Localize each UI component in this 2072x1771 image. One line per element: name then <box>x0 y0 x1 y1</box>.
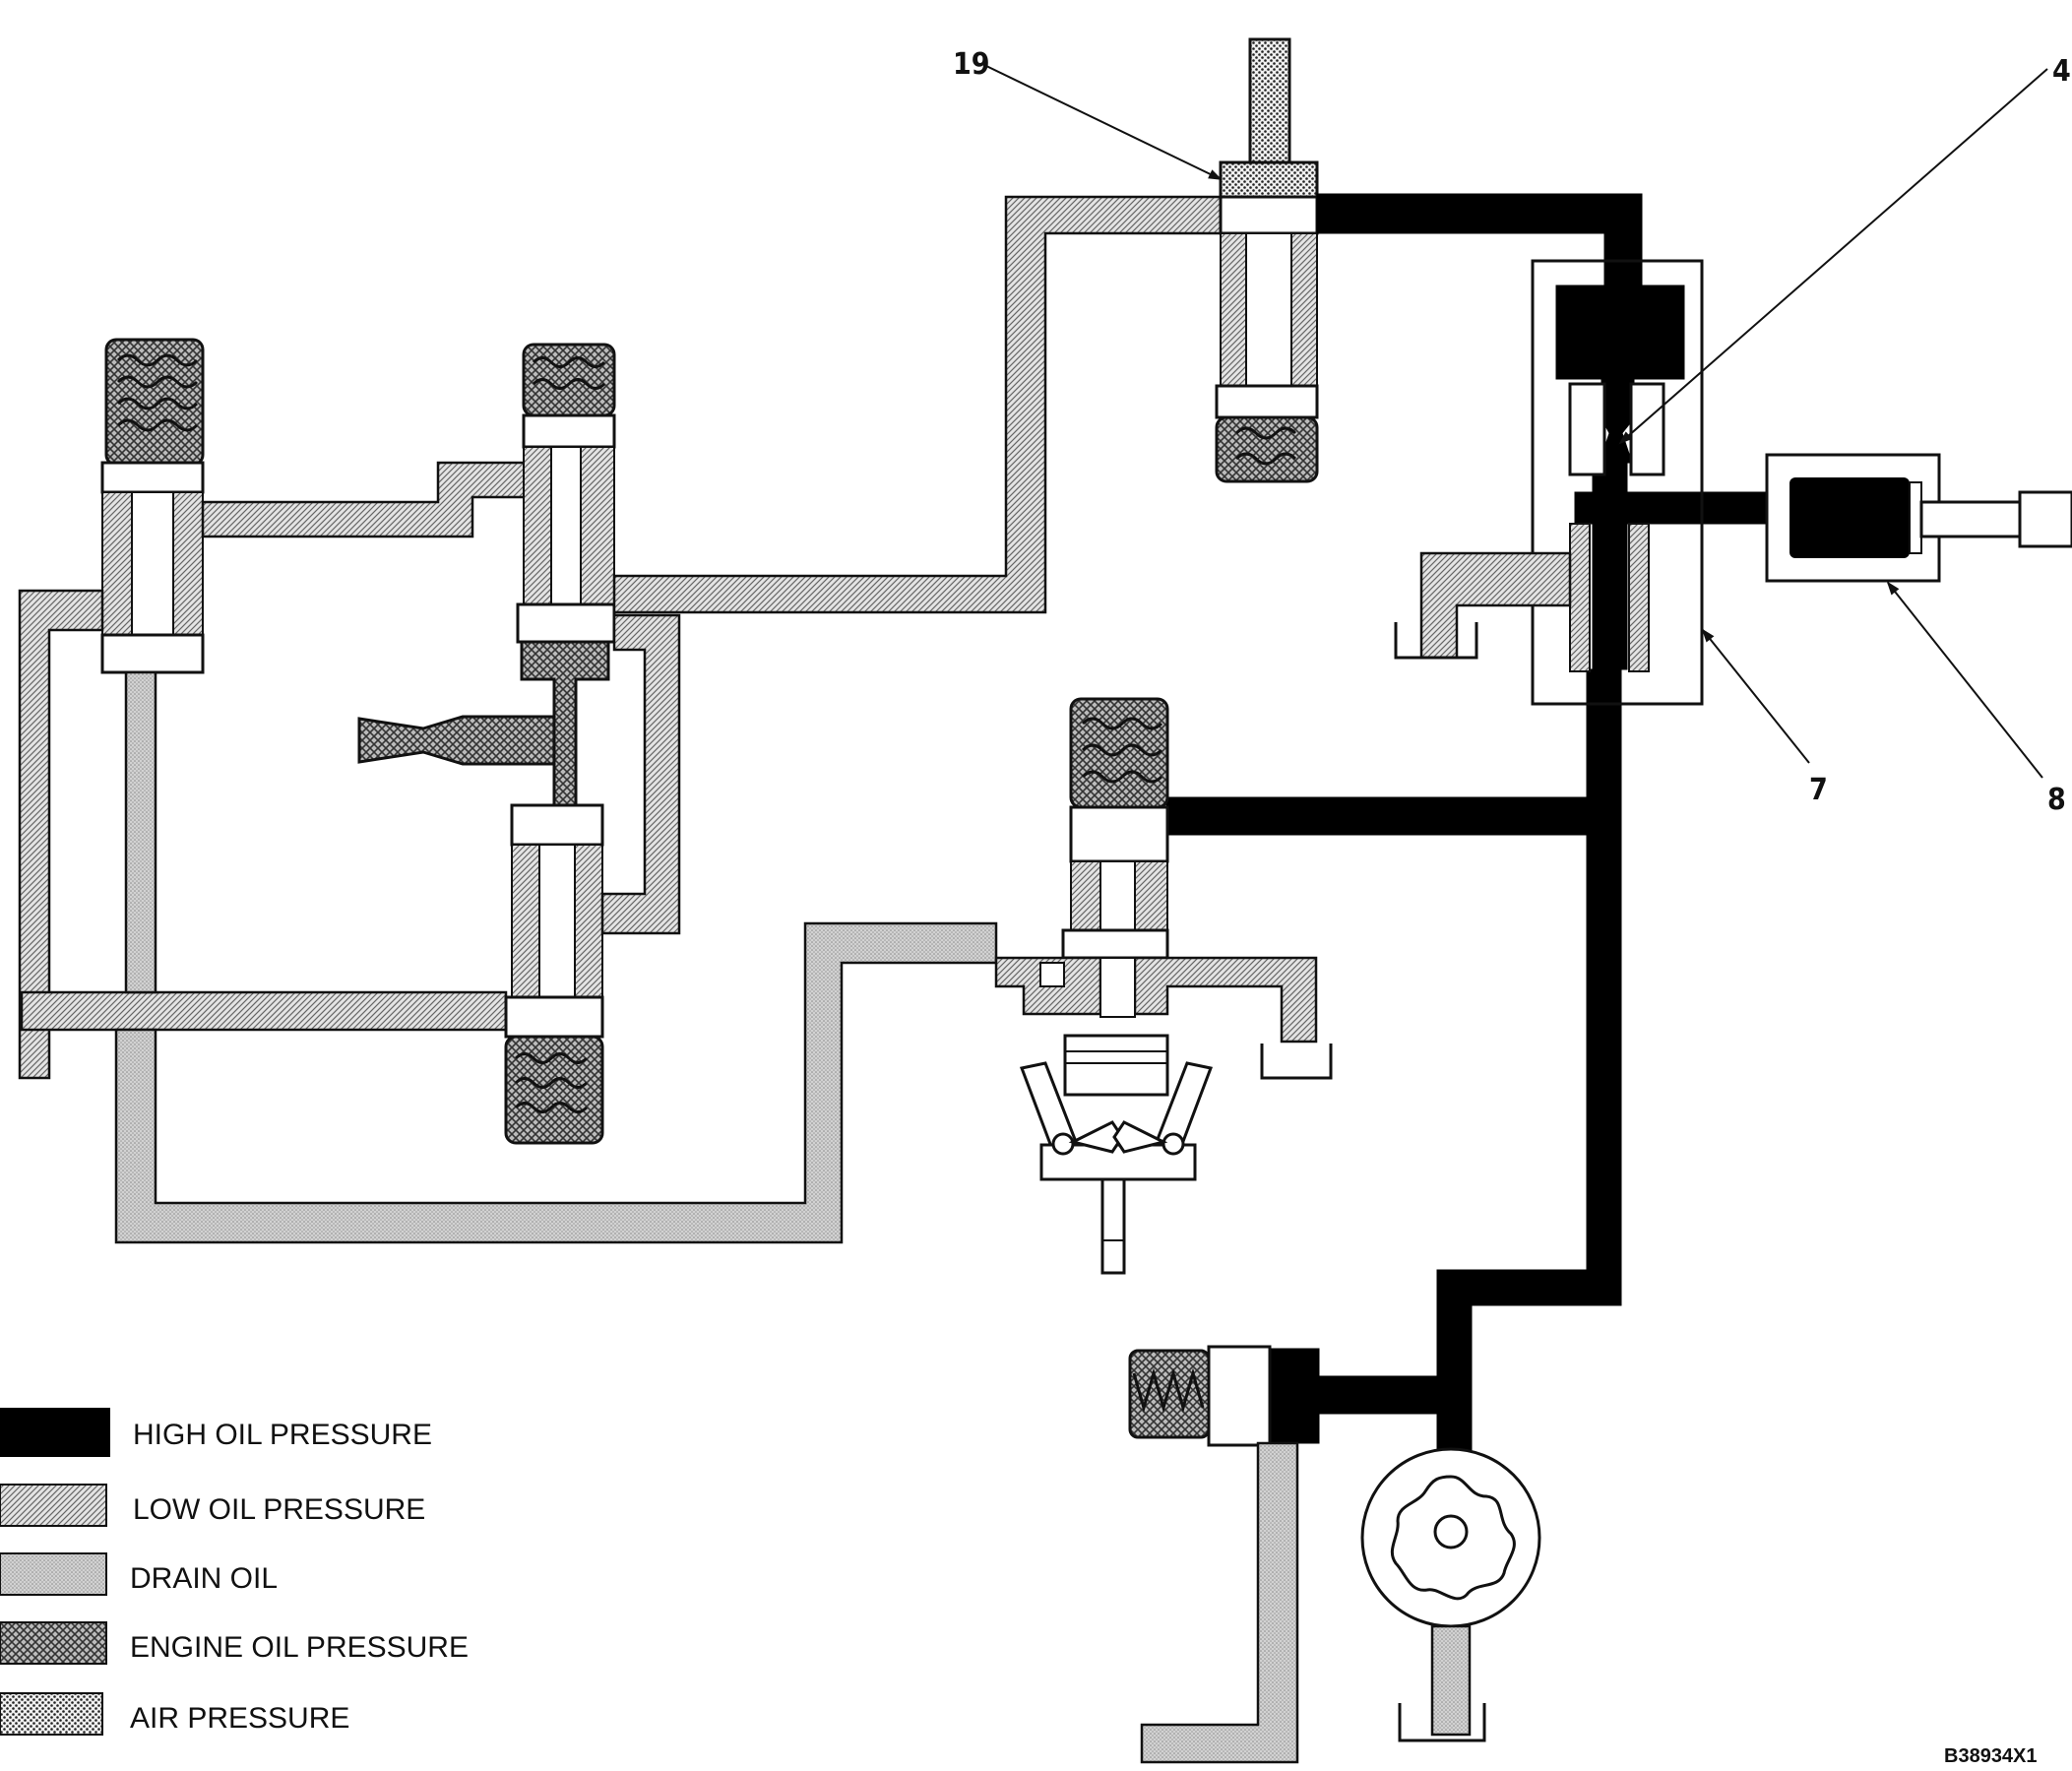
solenoid-8 <box>1765 453 2072 583</box>
air-valve-19 <box>1215 37 1319 483</box>
callout-7: 7 <box>1809 773 1828 807</box>
callout-4: 4 <box>2052 54 2071 89</box>
spring-icon <box>532 356 606 390</box>
spring-icon <box>1234 426 1297 466</box>
legend-swatch-high <box>0 1408 110 1457</box>
legend: HIGH OIL PRESSURE LOW OIL PRESSURE DRAIN… <box>0 1408 469 1736</box>
drain-tank-icon <box>1394 622 1478 660</box>
legend-label-engine: ENGINE OIL PRESSURE <box>130 1631 469 1664</box>
legend-label-high: HIGH OIL PRESSURE <box>133 1419 432 1451</box>
legend-label-drain: DRAIN OIL <box>130 1562 278 1595</box>
lower-control-valve <box>994 697 1333 1275</box>
spring-icon <box>1081 717 1163 784</box>
figure-id: B38934X1 <box>1944 1745 2038 1767</box>
spring-icon <box>116 353 199 432</box>
spring-icon <box>1132 1367 1205 1414</box>
legend-swatch-air <box>0 1692 103 1736</box>
left-selector-valve <box>100 338 205 674</box>
spring-icon <box>514 1052 589 1113</box>
bottom-relief-valve <box>1128 1345 1299 1764</box>
legend-swatch-engine <box>0 1621 107 1665</box>
oil-pump <box>1360 1447 1541 1742</box>
callout-19: 19 <box>953 47 990 82</box>
left-low-pressure-loop <box>18 461 553 1080</box>
middle-shuttle-valve <box>357 343 616 1145</box>
callouts: 19 4 7 8 <box>953 47 2071 817</box>
high-pressure-lines <box>1165 193 1768 1453</box>
legend-swatch-low <box>0 1484 107 1527</box>
legend-label-air: AIR PRESSURE <box>130 1702 349 1735</box>
legend-label-low: LOW OIL PRESSURE <box>133 1493 425 1526</box>
legend-swatch-drain <box>0 1552 107 1596</box>
drain-return-line <box>114 670 998 1244</box>
callout-8: 8 <box>2047 783 2066 817</box>
drain-tank-icon <box>1398 1703 1486 1742</box>
drain-tank-icon <box>1260 1044 1333 1080</box>
relief-valve-block-7 <box>1394 259 1704 706</box>
